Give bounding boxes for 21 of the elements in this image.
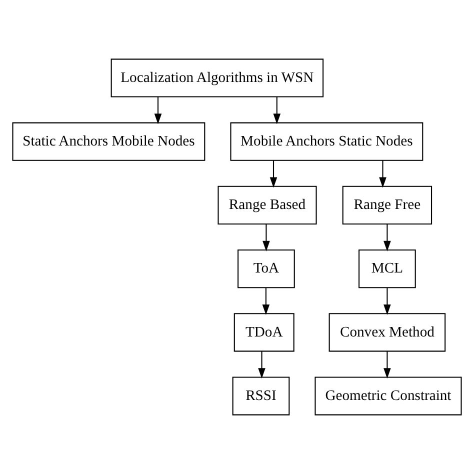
- node-box: Mobile Anchors Static Nodes: [230, 122, 424, 161]
- node-box: RSSI: [232, 376, 290, 416]
- node-box: MCL: [358, 250, 416, 288]
- arrow: [262, 288, 270, 315]
- arrow: [384, 352, 391, 379]
- node-box: Range Free: [342, 186, 432, 224]
- arrow: [273, 97, 281, 124]
- node-box: TDoA: [234, 313, 294, 352]
- arrow: [154, 97, 162, 124]
- arrow: [270, 160, 278, 188]
- node-box: Convex Method: [328, 313, 446, 352]
- arrow: [384, 224, 391, 252]
- arrow: [258, 352, 266, 379]
- arrow: [379, 160, 386, 188]
- node-box: Localization Algorithms in WSN: [110, 58, 324, 98]
- arrow: [262, 224, 270, 252]
- arrow: [384, 288, 391, 315]
- node-box: Geometric Constraint: [314, 376, 462, 416]
- node-box: Range Based: [218, 186, 317, 224]
- node-box: Static Anchors Mobile Nodes: [12, 122, 206, 161]
- node-box: ToA: [238, 250, 295, 288]
